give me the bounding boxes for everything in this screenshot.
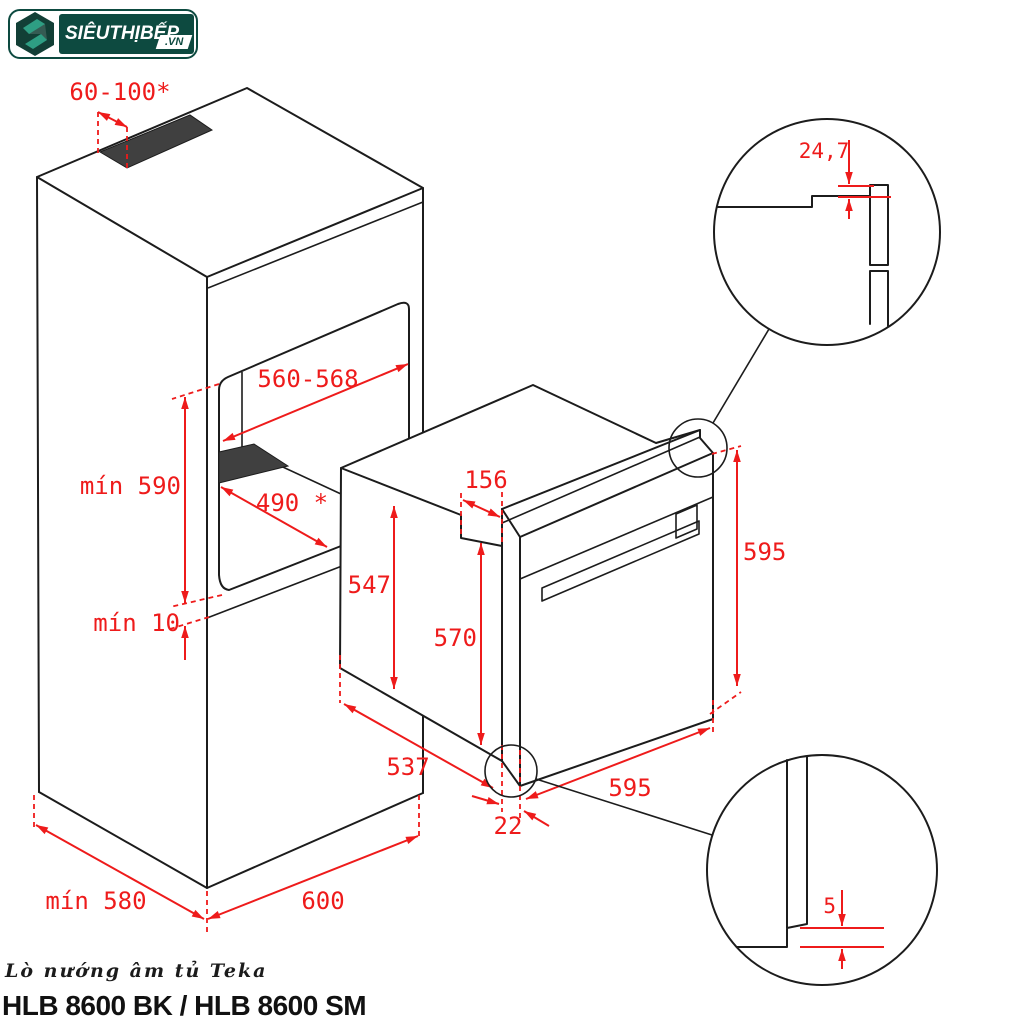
- dim-door-thickness-label: 22: [494, 812, 523, 840]
- logo-plate: SIÊUTHỊBẾP .VN: [59, 14, 194, 54]
- niche-vent-slot: [218, 443, 290, 484]
- oven-door-handle: [541, 520, 700, 602]
- cabinet-front-band: [207, 201, 424, 289]
- dimensions-layer: 60-100* 560-568 mín 590 mín 10 490 *: [33, 78, 786, 932]
- dim-bottom-gap: mín 10: [93, 594, 223, 660]
- leader-bottom: [535, 778, 713, 836]
- dim-top-vent: 60-100*: [69, 78, 171, 168]
- top-vent-slot: [98, 114, 214, 169]
- dim-body-height-front-label: 547: [348, 571, 391, 599]
- dim-body-height-front: 547: [348, 506, 398, 689]
- model-title: HLB 8600 BK / HLB 8600 SM: [2, 990, 367, 1021]
- dim-niche-height-label: mín 590: [80, 472, 181, 500]
- leader-top: [712, 328, 770, 424]
- dim-oven-width-label: 595: [608, 774, 651, 802]
- oven-frame-top-edge: [501, 429, 701, 510]
- detail-bottom-door-panel: [786, 756, 808, 929]
- dim-body-depth: 537: [339, 655, 494, 789]
- logo-hexagon-s-icon: [16, 12, 54, 56]
- cabinet-base-seam: [206, 565, 343, 619]
- detail-callouts: 24,7 5: [484, 118, 941, 986]
- oven-frame-bevel: [501, 508, 521, 538]
- logo-tld-chip: .VN: [155, 35, 193, 49]
- dim-body-depth-label: 537: [386, 753, 429, 781]
- dim-cabinet-width-label: 600: [301, 887, 344, 915]
- dim-niche-depth-label: 490 *: [256, 489, 328, 517]
- dim-niche-width-label: 560-568: [257, 365, 358, 393]
- logo-tld-text: .VN: [164, 36, 183, 48]
- dim-cabinet-depth: mín 580: [33, 795, 208, 932]
- ref-circle-bottom: [484, 744, 538, 798]
- oven-frame-top-inner: [501, 436, 701, 524]
- cabinet-outline: [36, 87, 424, 889]
- cabinet-top-face: [36, 87, 424, 278]
- oven-control-band: [519, 496, 714, 580]
- cabinet-bottom-edges: [38, 791, 424, 889]
- dim-oven-width: 595: [525, 700, 714, 802]
- detail-top: 24,7: [713, 118, 941, 346]
- product-line-caption: Lò nướng âm tủ Teka: [5, 960, 268, 982]
- oven-door-top-edge: [519, 452, 714, 538]
- logo-brand-text: SIÊUTHỊBẾP: [65, 23, 180, 44]
- oven: [339, 384, 714, 787]
- dim-top-recess-label: 156: [464, 466, 507, 494]
- ref-circle-top: [668, 418, 728, 478]
- detail-top-door-panel: [869, 184, 889, 327]
- detail-bottom-label: 5: [823, 894, 836, 918]
- dim-niche-depth: 490 *: [220, 486, 328, 548]
- dim-oven-height: 595: [709, 445, 786, 715]
- sieuthibep-logo: SIÊUTHỊBẾP .VN: [8, 9, 198, 59]
- oven-silhouette: [339, 384, 714, 787]
- dim-oven-height-label: 595: [743, 538, 786, 566]
- detail-top-label: 24,7: [799, 139, 850, 163]
- dim-cabinet-depth-label: mín 580: [45, 887, 146, 915]
- dim-top-vent-label: 60-100*: [69, 78, 170, 106]
- niche-opening: [218, 301, 410, 591]
- dim-niche-height: mín 590: [80, 383, 220, 603]
- dim-body-height-rear-label: 570: [434, 624, 477, 652]
- dim-door-thickness: 22: [471, 745, 550, 840]
- dim-bottom-gap-label: mín 10: [93, 609, 180, 637]
- detail-bottom-floor: [736, 928, 788, 948]
- dim-niche-width: 560-568: [222, 363, 409, 442]
- oven-top-front-edge: [340, 467, 503, 547]
- cabinet-left-edge: [36, 176, 40, 793]
- dim-cabinet-width: 600: [207, 795, 420, 920]
- dim-top-recess: 156: [460, 466, 508, 543]
- detail-bottom: 5: [706, 754, 938, 986]
